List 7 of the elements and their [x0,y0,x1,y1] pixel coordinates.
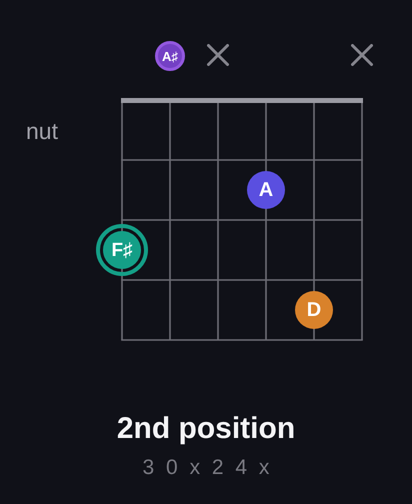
note-dot: A [247,171,285,209]
note-marker: A♯ [155,41,185,71]
chord-title: 2nd position [116,414,296,444]
note-dot: D [295,291,333,329]
root-note-marker: F♯ [96,224,148,276]
nut-label: nut [26,120,58,143]
fingering-caption: 3 0 x 2 4 x [142,457,272,478]
